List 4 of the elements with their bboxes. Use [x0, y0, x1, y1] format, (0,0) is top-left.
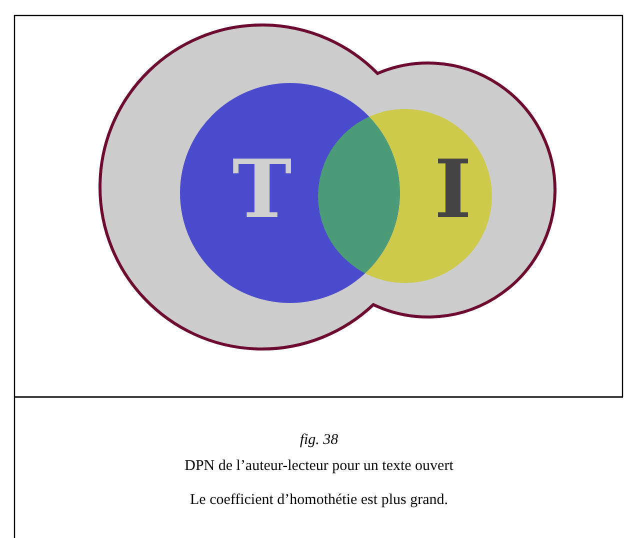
figure-number: fig. 38 [300, 432, 338, 448]
caption-text: DPN de l’auteur-lecteur pour un texte ouvert [184, 458, 454, 474]
caption-text: Le coefficient d’homothétie est plus grand. [190, 492, 448, 508]
outer-blob [98, 24, 556, 350]
